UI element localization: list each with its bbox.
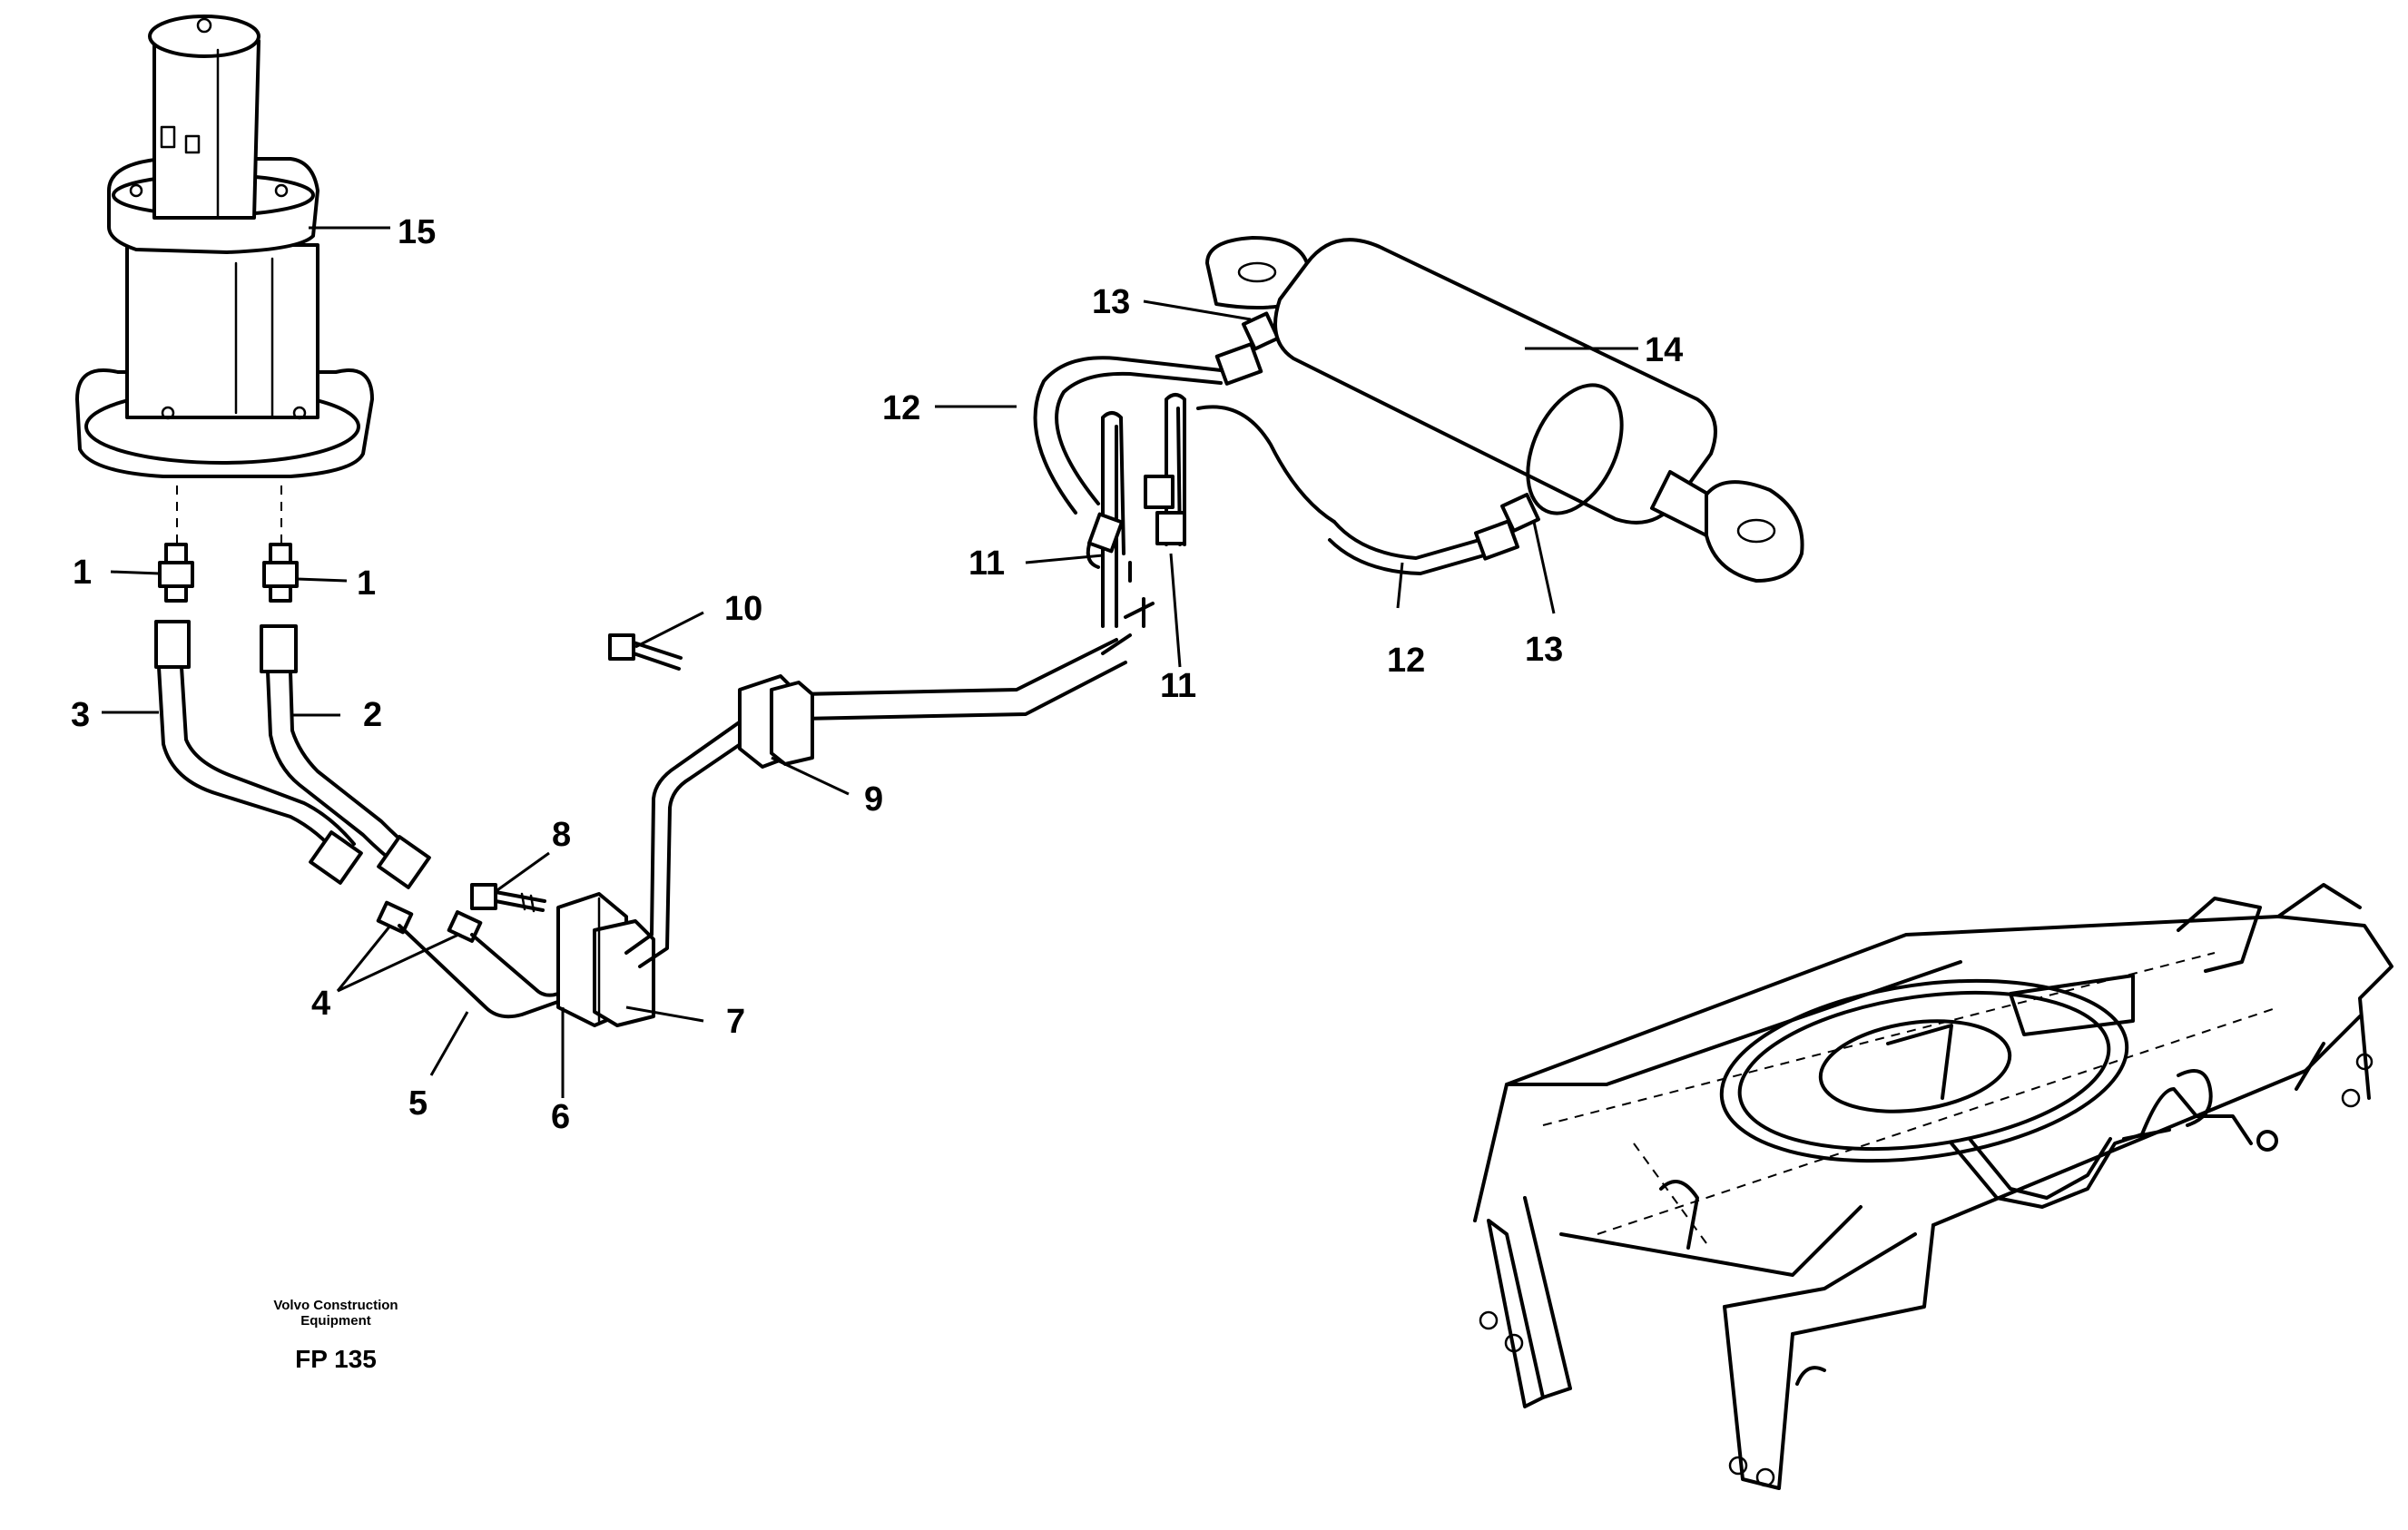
callout-6: 6 — [551, 1098, 570, 1136]
fittings — [376, 900, 483, 943]
callout-5: 5 — [408, 1084, 428, 1123]
callout-10: 10 — [724, 590, 762, 628]
hose-12-lower — [1196, 405, 1519, 575]
figure-code: FP 135 — [295, 1345, 377, 1373]
callout-11-left: 11 — [968, 544, 1005, 583]
callout-11-right: 11 — [1160, 667, 1196, 705]
fitting-13-upper — [1241, 311, 1281, 351]
company-name-line1: Volvo Construction — [273, 1298, 398, 1313]
callout-13-upper: 13 — [1092, 283, 1130, 321]
callout-1-left: 1 — [73, 554, 92, 592]
callout-8: 8 — [552, 816, 571, 854]
callout-9: 9 — [864, 780, 883, 819]
adapter-left — [158, 543, 194, 603]
hose-12-upper — [1033, 342, 1263, 515]
company-name: Volvo Construction Equipment — [218, 1298, 454, 1329]
callout-12-upper: 12 — [882, 389, 920, 427]
main-pipes — [624, 597, 1155, 968]
fitting-13-lower — [1500, 493, 1540, 533]
bolt-8 — [470, 883, 546, 913]
swivel-valve — [75, 15, 374, 478]
callout-3: 3 — [71, 696, 90, 734]
clamp-9 — [738, 674, 814, 769]
clamp-6-7 — [556, 892, 655, 1027]
callout-14: 14 — [1645, 331, 1683, 369]
hydraulic-cylinder — [1205, 236, 1804, 583]
hose-2 — [260, 624, 431, 889]
callout-15: 15 — [398, 213, 436, 251]
callout-13-lower: 13 — [1525, 631, 1563, 669]
callout-2: 2 — [363, 696, 382, 734]
callout-4: 4 — [311, 985, 330, 1023]
assembly-overview — [1473, 883, 2393, 1490]
riser-pipes-11 — [1086, 393, 1186, 628]
bolt-10 — [608, 633, 683, 671]
leader-lines — [102, 226, 1638, 1098]
callout-1-right: 1 — [357, 564, 376, 603]
adapter-right — [262, 543, 299, 603]
company-name-line2: Equipment — [300, 1313, 371, 1329]
hose-3 — [154, 620, 363, 885]
callout-12-lower: 12 — [1387, 642, 1425, 680]
callout-7: 7 — [726, 1003, 745, 1041]
